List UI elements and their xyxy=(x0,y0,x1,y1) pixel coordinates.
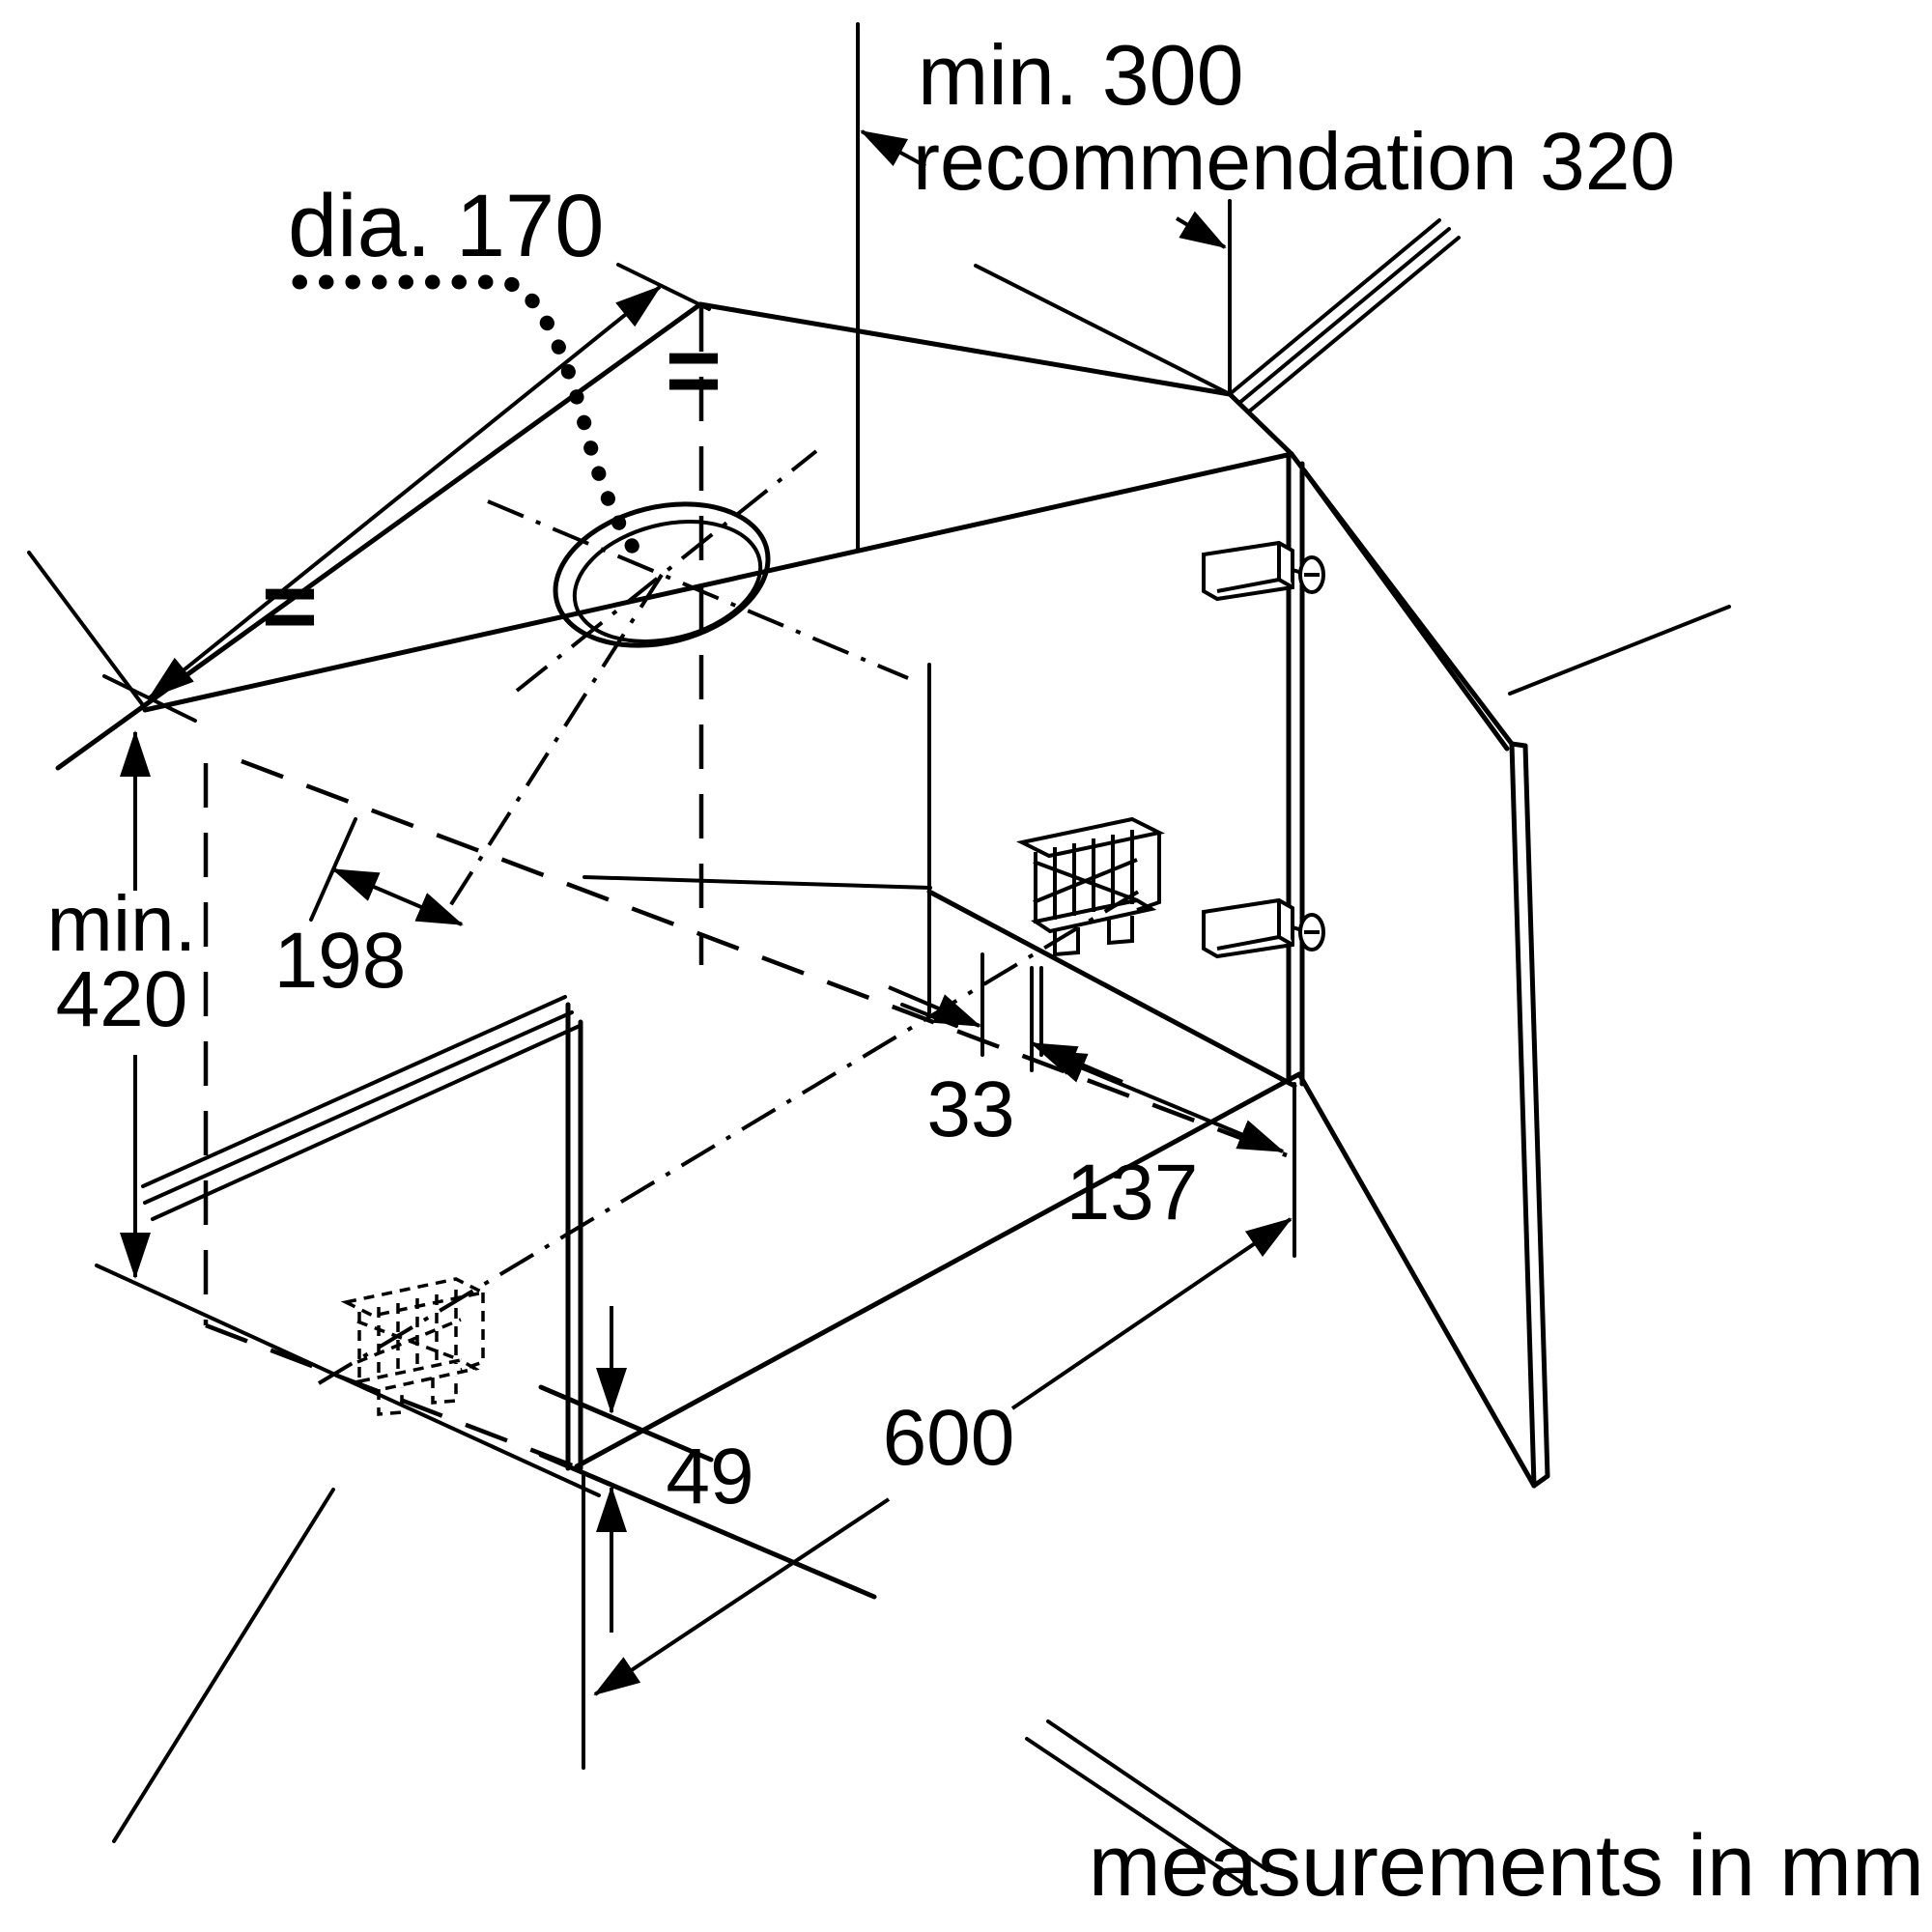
niche-height-value: 420 xyxy=(56,955,188,1043)
hole-diameter-label: dia. 170 xyxy=(288,177,604,275)
niche-height-prefix: min. xyxy=(47,880,197,968)
telescopic-rails xyxy=(141,995,582,1221)
cabinet-door xyxy=(1289,451,1550,1489)
equal-mark-right: = xyxy=(666,317,722,425)
clearance-min-label: min. 300 xyxy=(918,27,1244,123)
cabinet-outline xyxy=(55,301,1305,1600)
units-footer: measurements in mm xyxy=(1089,1818,1924,1915)
wall-lines xyxy=(27,218,1731,1888)
mounting-bracket-right xyxy=(1020,817,1161,956)
cabinet-width-label: 600 xyxy=(883,1394,1015,1482)
dimension-lines xyxy=(102,22,1296,1770)
bracket-offset-label: 33 xyxy=(926,1065,1014,1153)
clearance-recommended-label: recommendation 320 xyxy=(913,116,1675,207)
door-hinge-bottom xyxy=(1202,898,1325,958)
axis-to-front-label: 137 xyxy=(1066,1149,1199,1236)
door-hinge-top xyxy=(1202,541,1325,601)
hole-diameter-leader xyxy=(292,274,653,570)
hidden-edges xyxy=(203,307,1288,1471)
equal-mark-left: = xyxy=(262,553,318,661)
hole-offset-label: 198 xyxy=(274,917,407,1005)
bottom-gap-label: 49 xyxy=(666,1433,753,1520)
